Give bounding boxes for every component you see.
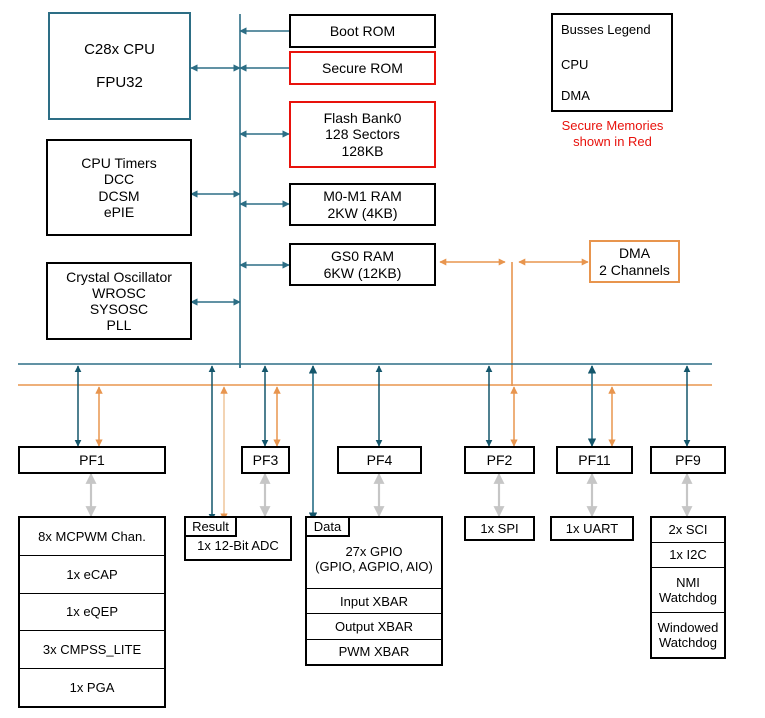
peripheral-ecap[interactable]: 1x eCAP	[20, 556, 164, 594]
legend-title: Busses Legend	[561, 22, 651, 37]
peripheral-mcpwm[interactable]: 8x MCPWM Chan.	[20, 518, 164, 556]
busses-legend: Busses Legend CPU DMA	[551, 13, 673, 112]
secure-memories-note: Secure Memories shown in Red	[545, 118, 680, 151]
input-xbar-label: Input XBAR	[340, 593, 408, 609]
peripheral-output-xbar[interactable]: Output XBAR	[307, 614, 441, 640]
pf-box-pf11[interactable]: PF11	[556, 446, 633, 474]
legend-cpu-label: CPU	[561, 57, 589, 72]
flash-line2: 128 Sectors	[325, 126, 400, 143]
pf1-label: PF1	[79, 451, 105, 468]
spi-label: 1x SPI	[480, 520, 519, 536]
dma-line2: 2 Channels	[599, 261, 670, 278]
peripheral-input-xbar[interactable]: Input XBAR	[307, 589, 441, 615]
adc-result-tag-label: Result	[192, 519, 229, 534]
clocks-line2: WROSC	[92, 284, 146, 301]
adc-label: 1x 12-Bit ADC	[197, 537, 279, 553]
timers-line4: ePIE	[103, 203, 135, 220]
block-uart[interactable]: 1x UART	[550, 516, 634, 541]
block-cpu-timers[interactable]: CPU Timers DCC DCSM ePIE	[46, 139, 192, 236]
m0m1-line1: M0-M1 RAM	[323, 188, 402, 205]
pf-box-pf2[interactable]: PF2	[464, 446, 535, 474]
block-adc[interactable]: 1x 12-Bit ADC	[184, 516, 292, 561]
cpu-line2: FPU32	[96, 74, 143, 91]
clocks-line1: Crystal Oscillator	[66, 268, 172, 285]
secure-note-line2: shown in Red	[573, 134, 652, 150]
peripheral-eqep[interactable]: 1x eQEP	[20, 594, 164, 632]
flash-line3: 128KB	[341, 142, 384, 159]
clocks-line3: SYSOSC	[89, 301, 149, 317]
gpio-line2: (GPIO, AGPIO, AIO)	[315, 559, 433, 574]
block-flash-bank0[interactable]: Flash Bank0 128 Sectors 128KB	[289, 101, 436, 168]
cpu-line1: C28x CPU	[84, 40, 155, 58]
gpio-data-tag-label: Data	[313, 519, 342, 534]
peripheral-pwm-xbar[interactable]: PWM XBAR	[307, 640, 441, 664]
block-spi[interactable]: 1x SPI	[464, 516, 535, 541]
block-boot-rom[interactable]: Boot ROM	[289, 14, 436, 48]
boot-rom-label: Boot ROM	[329, 22, 396, 39]
gpio-data-tag: Data	[305, 516, 350, 537]
pf-box-pf9[interactable]: PF9	[650, 446, 726, 474]
pf-box-pf3[interactable]: PF3	[241, 446, 290, 474]
peripheral-stack-pf9: 2x SCI 1x I2C NMI Watchdog Windowed Watc…	[650, 516, 726, 659]
cmpss-label: 3x CMPSS_LITE	[42, 642, 142, 658]
peripheral-windowed-watchdog[interactable]: Windowed Watchdog	[652, 613, 724, 657]
pga-label: 1x PGA	[69, 680, 115, 696]
eqep-label: 1x eQEP	[65, 604, 119, 620]
mcpwm-label: 8x MCPWM Chan.	[38, 528, 146, 544]
wwd-line1: Windowed	[657, 619, 719, 635]
pf2-label: PF2	[486, 451, 513, 468]
sci-label: 2x SCI	[668, 522, 708, 538]
uart-label: 1x UART	[565, 520, 619, 536]
pwm-xbar-label: PWM XBAR	[338, 644, 410, 660]
block-m0-m1-ram[interactable]: M0-M1 RAM 2KW (4KB)	[289, 183, 436, 226]
timers-line3: DCSM	[98, 187, 140, 204]
peripheral-nmi-watchdog[interactable]: NMI Watchdog	[652, 568, 724, 613]
gpio-line1: 27x GPIO	[345, 543, 403, 559]
timers-line1: CPU Timers	[81, 155, 157, 172]
m0m1-line2: 2KW (4KB)	[327, 204, 398, 221]
pf4-label: PF4	[366, 451, 393, 468]
nmi-line2: Watchdog	[658, 589, 718, 605]
block-crystal-oscillator[interactable]: Crystal Oscillator WROSC SYSOSC PLL	[46, 262, 192, 340]
peripheral-stack-pf1: 8x MCPWM Chan. 1x eCAP 1x eQEP 3x CMPSS_…	[18, 516, 166, 708]
gs0-line1: GS0 RAM	[330, 248, 394, 265]
pf-box-pf4[interactable]: PF4	[337, 446, 422, 474]
pf11-label: PF11	[578, 451, 611, 468]
ecap-label: 1x eCAP	[66, 566, 118, 582]
block-secure-rom[interactable]: Secure ROM	[289, 51, 436, 85]
output-xbar-label: Output XBAR	[334, 618, 414, 634]
clocks-line4: PLL	[106, 317, 132, 334]
timers-line2: DCC	[103, 171, 135, 188]
adc-result-tag: Result	[184, 516, 237, 537]
dma-line1: DMA	[618, 245, 651, 262]
flash-line1: Flash Bank0	[323, 110, 402, 127]
peripheral-cmpss-lite[interactable]: 3x CMPSS_LITE	[20, 631, 164, 670]
peripheral-stack-gpio: 27x GPIO (GPIO, AGPIO, AIO) Input XBAR O…	[305, 516, 443, 666]
legend-dma-label: DMA	[561, 88, 590, 103]
nmi-line1: NMI	[676, 574, 700, 590]
pf3-label: PF3	[252, 451, 279, 468]
peripheral-i2c[interactable]: 1x I2C	[652, 543, 724, 568]
peripheral-pga[interactable]: 1x PGA	[20, 669, 164, 706]
gs0-line2: 6KW (12KB)	[323, 264, 402, 281]
peripheral-gpio[interactable]: 27x GPIO (GPIO, AGPIO, AIO)	[307, 518, 441, 589]
secure-note-line1: Secure Memories	[561, 118, 664, 133]
block-c28x-cpu[interactable]: C28x CPU FPU32	[48, 12, 191, 120]
pf9-label: PF9	[675, 451, 701, 468]
block-gs0-ram[interactable]: GS0 RAM 6KW (12KB)	[289, 243, 436, 286]
wwd-line2: Watchdog	[658, 634, 718, 650]
pf-box-pf1[interactable]: PF1	[18, 446, 166, 474]
i2c-label: 1x I2C	[669, 547, 707, 563]
secure-rom-label: Secure ROM	[322, 59, 403, 76]
peripheral-sci[interactable]: 2x SCI	[652, 518, 724, 543]
block-dma[interactable]: DMA 2 Channels	[589, 240, 680, 283]
